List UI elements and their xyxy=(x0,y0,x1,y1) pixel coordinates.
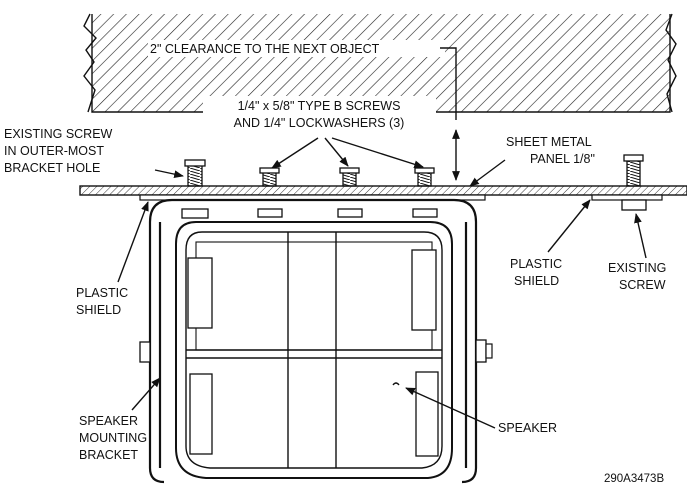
speaker-label: SPEAKER xyxy=(498,421,557,435)
speaker-mounting-bracket xyxy=(139,198,493,484)
plastic-shield-right-label-line2: SHIELD xyxy=(514,274,559,288)
plastic-shield-left-label-line2: SHIELD xyxy=(76,303,121,317)
bracket-label-line1: SPEAKER xyxy=(79,414,138,428)
existing-screw-left-label-line1: EXISTING SCREW xyxy=(4,127,113,141)
plastic-shield-left-label-line1: PLASTIC xyxy=(76,286,128,300)
existing-screw-left-label-line3: BRACKET HOLE xyxy=(4,161,100,175)
sheet-metal-label-line1: SHEET METAL xyxy=(506,135,592,149)
leader-lines xyxy=(117,47,647,429)
screws-label-bg xyxy=(203,96,436,132)
plastic-shield-right-label-line1: PLASTIC xyxy=(510,257,562,271)
existing-screw-right xyxy=(621,154,647,211)
bracket-label-line2: MOUNTING xyxy=(79,431,147,445)
sheet-metal-label-line2: PANEL 1/8" xyxy=(530,152,595,166)
existing-screw-left xyxy=(181,159,209,219)
speaker xyxy=(175,221,453,479)
existing-screw-right-label-line1: EXISTING xyxy=(608,261,666,275)
existing-screw-right-label-line2: SCREW xyxy=(619,278,666,292)
screws-label-line1: 1/4" x 5/8" TYPE B SCREWS xyxy=(238,99,401,113)
type-b-screw xyxy=(257,167,438,218)
existing-screw-left-label-line2: IN OUTER-MOST xyxy=(4,144,104,158)
clearance-label-bg xyxy=(148,40,445,57)
figure-id: 290A3473B xyxy=(604,473,664,485)
clearance-label: 2" CLEARANCE TO THE NEXT OBJECT xyxy=(150,42,380,56)
screws-label-line2: AND 1/4" LOCKWASHERS (3) xyxy=(234,116,405,130)
bracket-label-line3: BRACKET xyxy=(79,448,138,462)
next-object-ceiling xyxy=(83,13,677,113)
sheet-metal-panel xyxy=(79,185,687,196)
